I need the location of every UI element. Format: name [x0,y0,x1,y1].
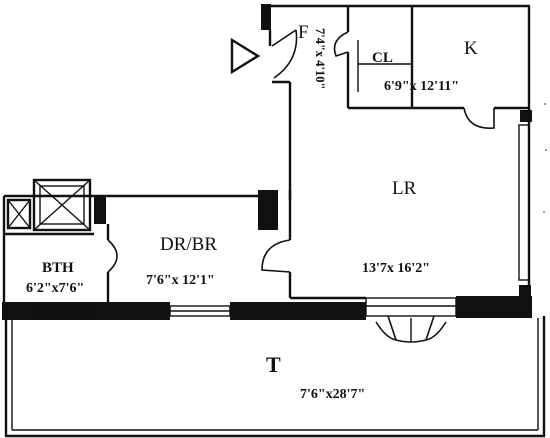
doors [107,29,495,343]
speck [543,211,545,213]
foyer-dims: 7'4"x 4'10" [313,28,327,89]
lr-door-swing [261,239,291,273]
wall-right-post [519,285,531,299]
pillar-lr [258,190,278,230]
window-bath [31,309,93,317]
bathroom-label: BTH [42,260,74,276]
shaft-x-icon [32,178,92,232]
speck [545,149,547,151]
living-room-label: LR [392,178,417,199]
dining-bedroom-label: DR/BR [160,234,217,255]
terrace-label: T [266,352,281,377]
speck [544,103,546,105]
closet-door-swing [333,31,349,58]
walls [2,4,532,320]
entry-door-swing [271,29,298,79]
kitchen-label: K [464,38,478,59]
wall-drbr-top-block [94,196,106,224]
terrace-french-doors [365,297,457,343]
wall-right-window [520,110,532,122]
dining-bedroom-dims: 7'6"x 12'1" [146,273,215,288]
terrace-outline [4,316,546,438]
terrace-dims: 7'6"x28'7" [300,387,365,402]
foyer-label: F [298,22,309,43]
closet-kitchen-dims: 6'9"x 12'11" [384,79,459,94]
kitchen-door-swing [463,107,495,129]
wall-right-window-frame [518,124,530,281]
wall-terrace-left [2,302,170,320]
wall-terrace-right [456,296,532,318]
bathroom-dims: 6'2"x7'6" [26,281,84,296]
wall-top-left-block [261,4,271,30]
shaft-small-x-icon [6,198,32,230]
terrace [4,316,546,438]
entry-arrow-icon [230,37,261,75]
closet-label: CL [372,50,393,66]
wall-terrace-mid [230,302,366,320]
living-room-dims: 13'7x 16'2" [362,261,430,276]
bath-door-swing [107,239,118,273]
